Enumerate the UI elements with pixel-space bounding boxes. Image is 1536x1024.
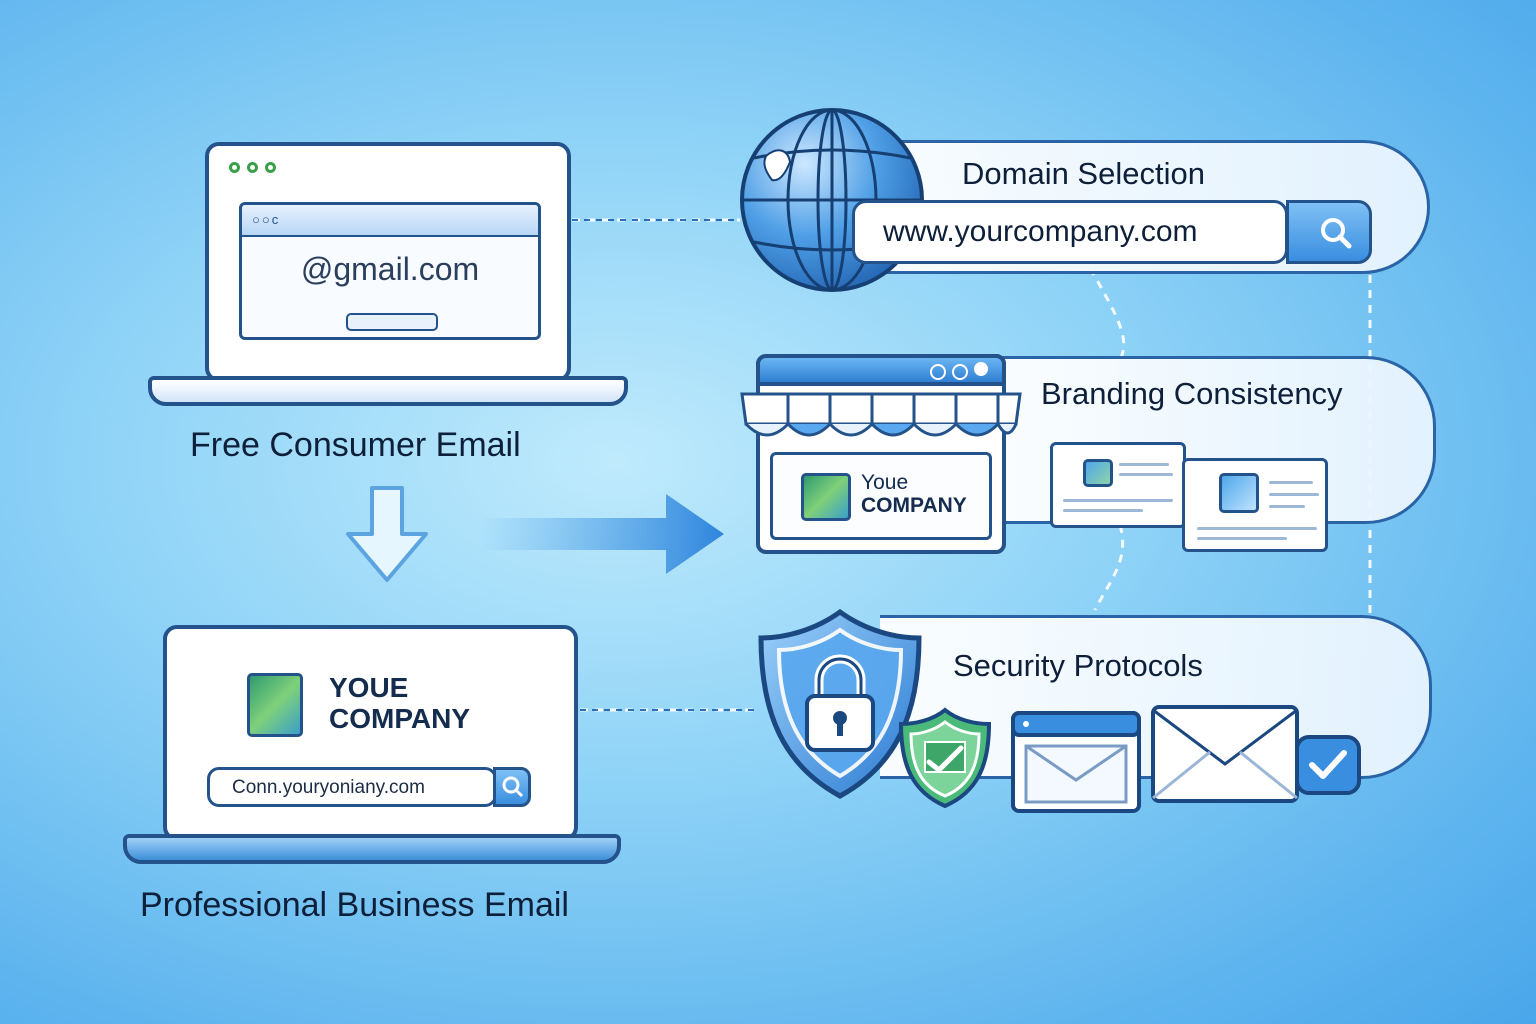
search-icon <box>1321 218 1352 249</box>
domain-url-field[interactable]: www.yourcompany.com <box>852 200 1288 264</box>
store-company-line2: COMPANY <box>861 494 967 518</box>
domain-search-button[interactable] <box>1286 200 1372 264</box>
domain-url-text: www.yourcompany.com <box>883 215 1198 248</box>
laptop-screen: YOUE COMPANY Conn.youryoni​any.com <box>163 625 578 841</box>
shield-lock-icon <box>758 608 922 799</box>
awning <box>740 392 1022 437</box>
company-logo-icon <box>247 673 303 737</box>
business-card-icon <box>1182 458 1328 552</box>
envelope-icon <box>1011 711 1141 813</box>
domain-selection-title: Domain Selection <box>962 156 1205 191</box>
window-dot <box>265 162 276 173</box>
laptop-screen: ○○c @gmail.com <box>205 142 571 382</box>
arrow-right-icon <box>480 494 724 574</box>
store-company-name: Youe COMPANY <box>861 471 967 517</box>
search-button[interactable] <box>493 767 531 807</box>
branding-consistency-title: Branding Consistency <box>1041 376 1343 411</box>
store-company-line1: Youe <box>861 471 909 494</box>
shield-check-icon <box>898 707 992 809</box>
company-line2: COMPANY <box>329 702 471 734</box>
card-logo <box>1219 473 1259 513</box>
security-protocols-title: Security Protocols <box>953 648 1203 683</box>
email-address-text: Conn.youryoni​any.com <box>232 777 425 798</box>
window-dot <box>247 162 258 173</box>
search-icon <box>502 776 524 798</box>
free-email-caption: Free Consumer Email <box>190 426 521 464</box>
pro-email-caption: Professional Business Email <box>140 886 569 924</box>
window-titlebar: ○○c <box>242 205 538 237</box>
storefront-topbar <box>756 354 1006 386</box>
company-logo-icon <box>801 473 851 521</box>
storefront-sign: Youe COMPANY <box>770 452 992 540</box>
email-window: ○○c @gmail.com <box>239 202 541 340</box>
checkmark-icon <box>1295 735 1361 795</box>
card-logo <box>1083 459 1113 487</box>
window-dot <box>229 162 240 173</box>
envelope-icon <box>1151 705 1299 803</box>
arrow-down-icon <box>346 486 428 582</box>
business-card-icon <box>1050 442 1186 528</box>
laptop-base <box>148 376 628 406</box>
laptop-base <box>123 834 621 864</box>
gmail-address: @gmail.com <box>300 251 480 287</box>
email-window-slot <box>346 313 438 331</box>
company-name: YOUE COMPANY <box>329 672 471 735</box>
email-address-field[interactable]: Conn.youryoni​any.com <box>207 767 497 807</box>
company-line1: YOUE <box>329 672 409 703</box>
